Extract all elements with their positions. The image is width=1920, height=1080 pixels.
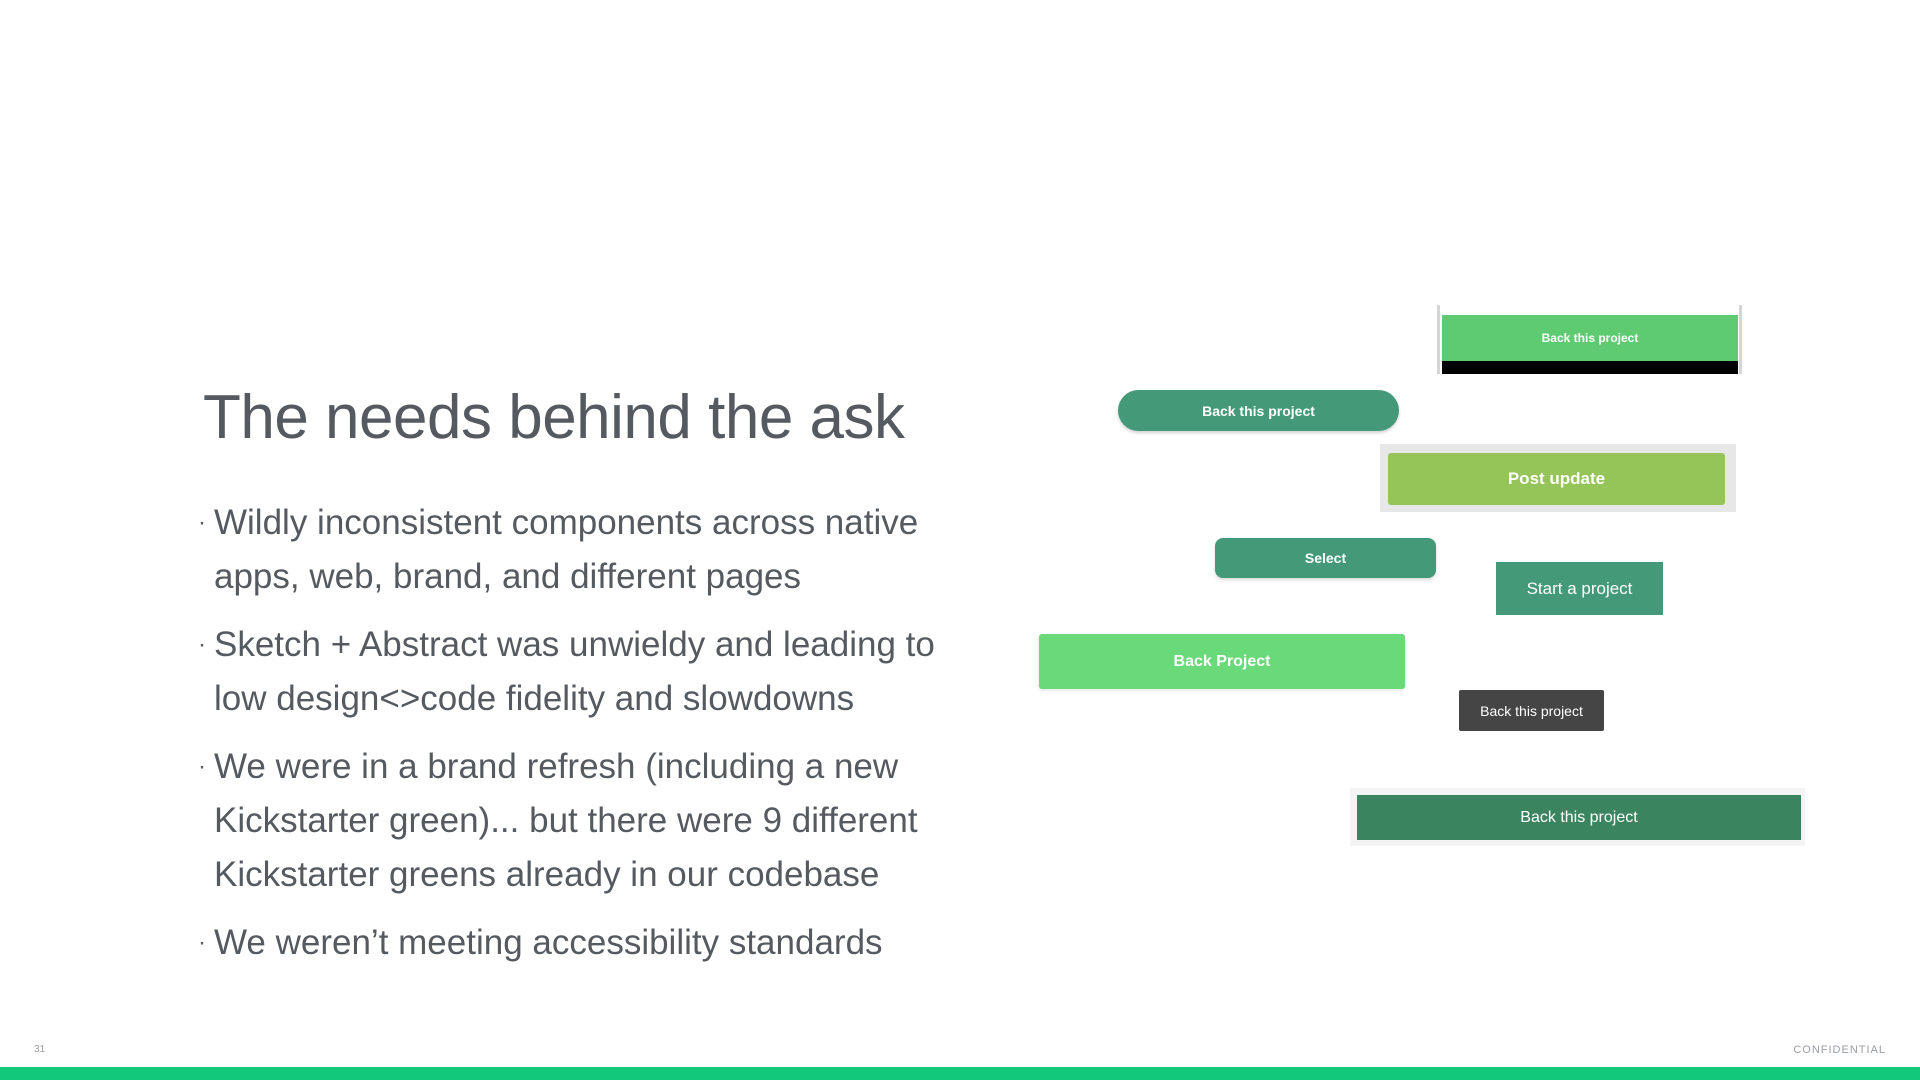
button-label: Select	[1304, 550, 1347, 566]
bullet-list: · Wildly inconsistent components across …	[198, 496, 968, 984]
bullet-text: We weren’t meeting accessibility standar…	[214, 923, 883, 962]
back-project-button[interactable]: Back Project	[1039, 634, 1405, 689]
bullet-item: · We were in a brand refresh (including …	[198, 740, 968, 902]
confidential-label: CONFIDENTIAL	[1793, 1044, 1886, 1056]
button-label: Back this project	[1480, 702, 1583, 719]
bullet-item: · We weren’t meeting accessibility stand…	[198, 916, 968, 970]
post-update-button[interactable]: Post update	[1388, 453, 1725, 505]
screenshot-black-strip	[1442, 361, 1738, 374]
bullet-marker: ·	[198, 753, 206, 780]
bullet-text: Sketch + Abstract was unwieldy and leadi…	[214, 625, 935, 718]
bullet-marker: ·	[198, 631, 206, 658]
back-this-project-button[interactable]: Back this project	[1442, 315, 1738, 361]
slide-title: The needs behind the ask	[203, 383, 905, 452]
back-this-project-button[interactable]: Back this project	[1459, 690, 1604, 731]
start-a-project-button[interactable]: Start a project	[1496, 562, 1663, 615]
bullet-marker: ·	[198, 929, 206, 956]
button-label: Start a project	[1526, 578, 1633, 598]
button-label: Back Project	[1173, 652, 1271, 670]
accent-bar	[0, 1067, 1920, 1080]
select-button[interactable]: Select	[1215, 538, 1436, 578]
button-label: Back this project	[1520, 808, 1638, 826]
button-label: Back this project	[1202, 402, 1315, 419]
button-label: Back this project	[1541, 331, 1639, 345]
button-label: Post update	[1507, 469, 1606, 488]
back-this-project-button[interactable]: Back this project	[1357, 795, 1801, 840]
page-number: 31	[34, 1044, 46, 1055]
bullet-text: We were in a brand refresh (including a …	[214, 747, 918, 894]
bullet-item: · Wildly inconsistent components across …	[198, 496, 968, 604]
bullet-text: Wildly inconsistent components across na…	[214, 503, 919, 596]
bullet-item: · Sketch + Abstract was unwieldy and lea…	[198, 618, 968, 726]
bullet-marker: ·	[198, 509, 206, 536]
back-this-project-button[interactable]: Back this project	[1118, 390, 1399, 431]
